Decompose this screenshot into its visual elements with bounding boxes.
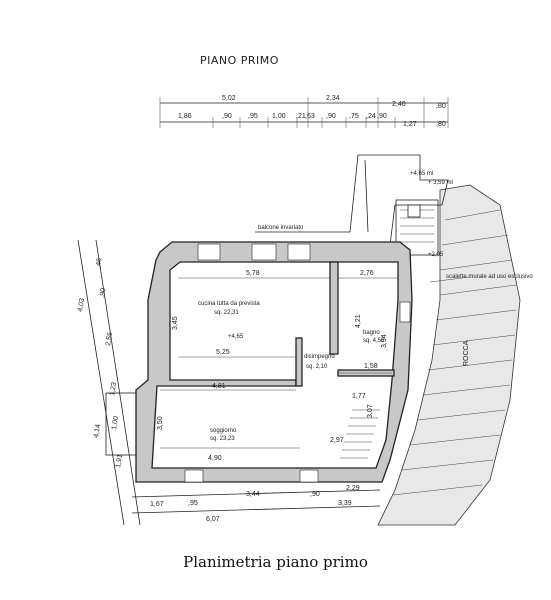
room-bath-area: sq. 4,55 [363, 338, 385, 344]
room-kitchen-area: sq. 22,31 [214, 310, 239, 316]
dim-bottom-row2-1: 6,07 [206, 516, 220, 523]
room-bath-name: bagno [363, 330, 380, 336]
dim-top-row2-3: ,95 [248, 113, 258, 120]
dim-top-row2-10: ,90 [377, 113, 387, 120]
dim-closet-height: 4,21 [355, 314, 362, 328]
dim-kitchen-width: 5,78 [246, 270, 260, 277]
room-closet-name: disimpegno [304, 354, 335, 360]
dim-stair-height: 3,07 [367, 404, 374, 418]
dim-top-2: 2,34 [326, 95, 340, 102]
room-kitchen-level: +4,65 [228, 334, 244, 340]
dim-top-row2-12: ,80 [436, 121, 446, 128]
dim-left-2: 4,14 [93, 424, 102, 439]
dim-bottom-row2-2: 3,39 [338, 500, 352, 507]
note-right: scalette murale ad uso esclusivo [446, 274, 533, 280]
dim-left-5: 2,55 [105, 332, 114, 347]
balcony-label: balcone invariato [258, 225, 304, 231]
dim-top-3: 2,40 [392, 101, 406, 108]
room-living-name: soggiorno [210, 428, 237, 434]
dim-top-row2-11: 1,27 [403, 121, 417, 128]
interior-dimensions: 5,78 2,76 3,45 5,25 4,21 3,94 1,58 4,81 … [157, 270, 398, 462]
dim-stair-length: 2,97 [330, 437, 344, 444]
top-dimension-chain: 5,02 2,34 2,40 ,80 1,86 ,90 ,95 1,00 ,21… [159, 95, 449, 128]
dim-top-row2-1: 1,86 [178, 113, 192, 120]
room-labels: cucina tutta da prevista sq. 22,31 +4,65… [198, 301, 385, 442]
dim-stair-width: 1,77 [352, 393, 366, 400]
level-mark-2: + 3,59 ml [428, 180, 453, 186]
room-closet-area: sq. 2,10 [306, 364, 328, 370]
dim-bath-width: 2,76 [360, 270, 374, 277]
figure-caption: Planimetria piano primo [183, 553, 368, 571]
bottom-dimension-chain: 1,67 ,95 3,44 ,90 2,29 6,07 3,39 [131, 485, 381, 523]
dim-top-row2-2: ,90 [222, 113, 232, 120]
left-dimension-chain: 4,03 4,14 ,46 ,90 2,55 1,23 1,00 1,91 [77, 239, 141, 526]
dim-living-top: 4,81 [212, 383, 226, 390]
level-mark-1: +4,65 ml [410, 171, 433, 177]
dim-left-6: 1,23 [109, 382, 118, 397]
dim-bath-height: 3,94 [381, 334, 388, 348]
dim-top-row2-7: ,90 [326, 113, 336, 120]
room-kitchen-name: cucina tutta da prevista [198, 301, 260, 307]
dim-top-row2-6: ,63 [305, 113, 315, 120]
stair-bottom [340, 409, 380, 459]
plan-title: PIANO PRIMO [200, 54, 279, 67]
dim-top-row2-8: ,75 [349, 113, 359, 120]
dim-kitchen-bottom: 5,25 [216, 349, 230, 356]
room-living-area: sq. 23,23 [210, 436, 235, 442]
dim-left-1: 4,03 [77, 298, 86, 313]
dim-top-row2-5: ,21 [296, 113, 306, 120]
road-label: ROCCA [463, 340, 470, 366]
dim-living-bottom: 4,90 [208, 455, 222, 462]
dim-top-row2-9: ,24 [366, 113, 376, 120]
dim-left-3: ,46 [95, 258, 103, 269]
dim-left-7: 1,00 [111, 416, 120, 431]
dim-top-1: 5,02 [222, 95, 236, 102]
dim-bottom-5: 2,29 [346, 485, 360, 492]
dim-kitchen-height: 3,45 [172, 316, 179, 330]
dim-corridor: 1,58 [364, 363, 378, 370]
dim-left-8: 1,91 [115, 454, 124, 469]
stair-top: scalette murale ad uso esclusivo [395, 199, 533, 283]
building-walls [105, 241, 413, 483]
dim-bottom-3: 3,44 [246, 491, 260, 498]
dim-bottom-4: ,90 [310, 491, 320, 498]
dim-top-4: ,80 [436, 103, 446, 110]
dim-top-row2-4: 1,00 [272, 113, 286, 120]
dim-living-height: 3,50 [157, 416, 164, 430]
dim-bottom-2: ,95 [188, 500, 198, 507]
terrain-hatch [377, 184, 521, 526]
dim-left-4: ,90 [99, 288, 107, 299]
dim-bottom-1: 1,67 [150, 501, 164, 508]
